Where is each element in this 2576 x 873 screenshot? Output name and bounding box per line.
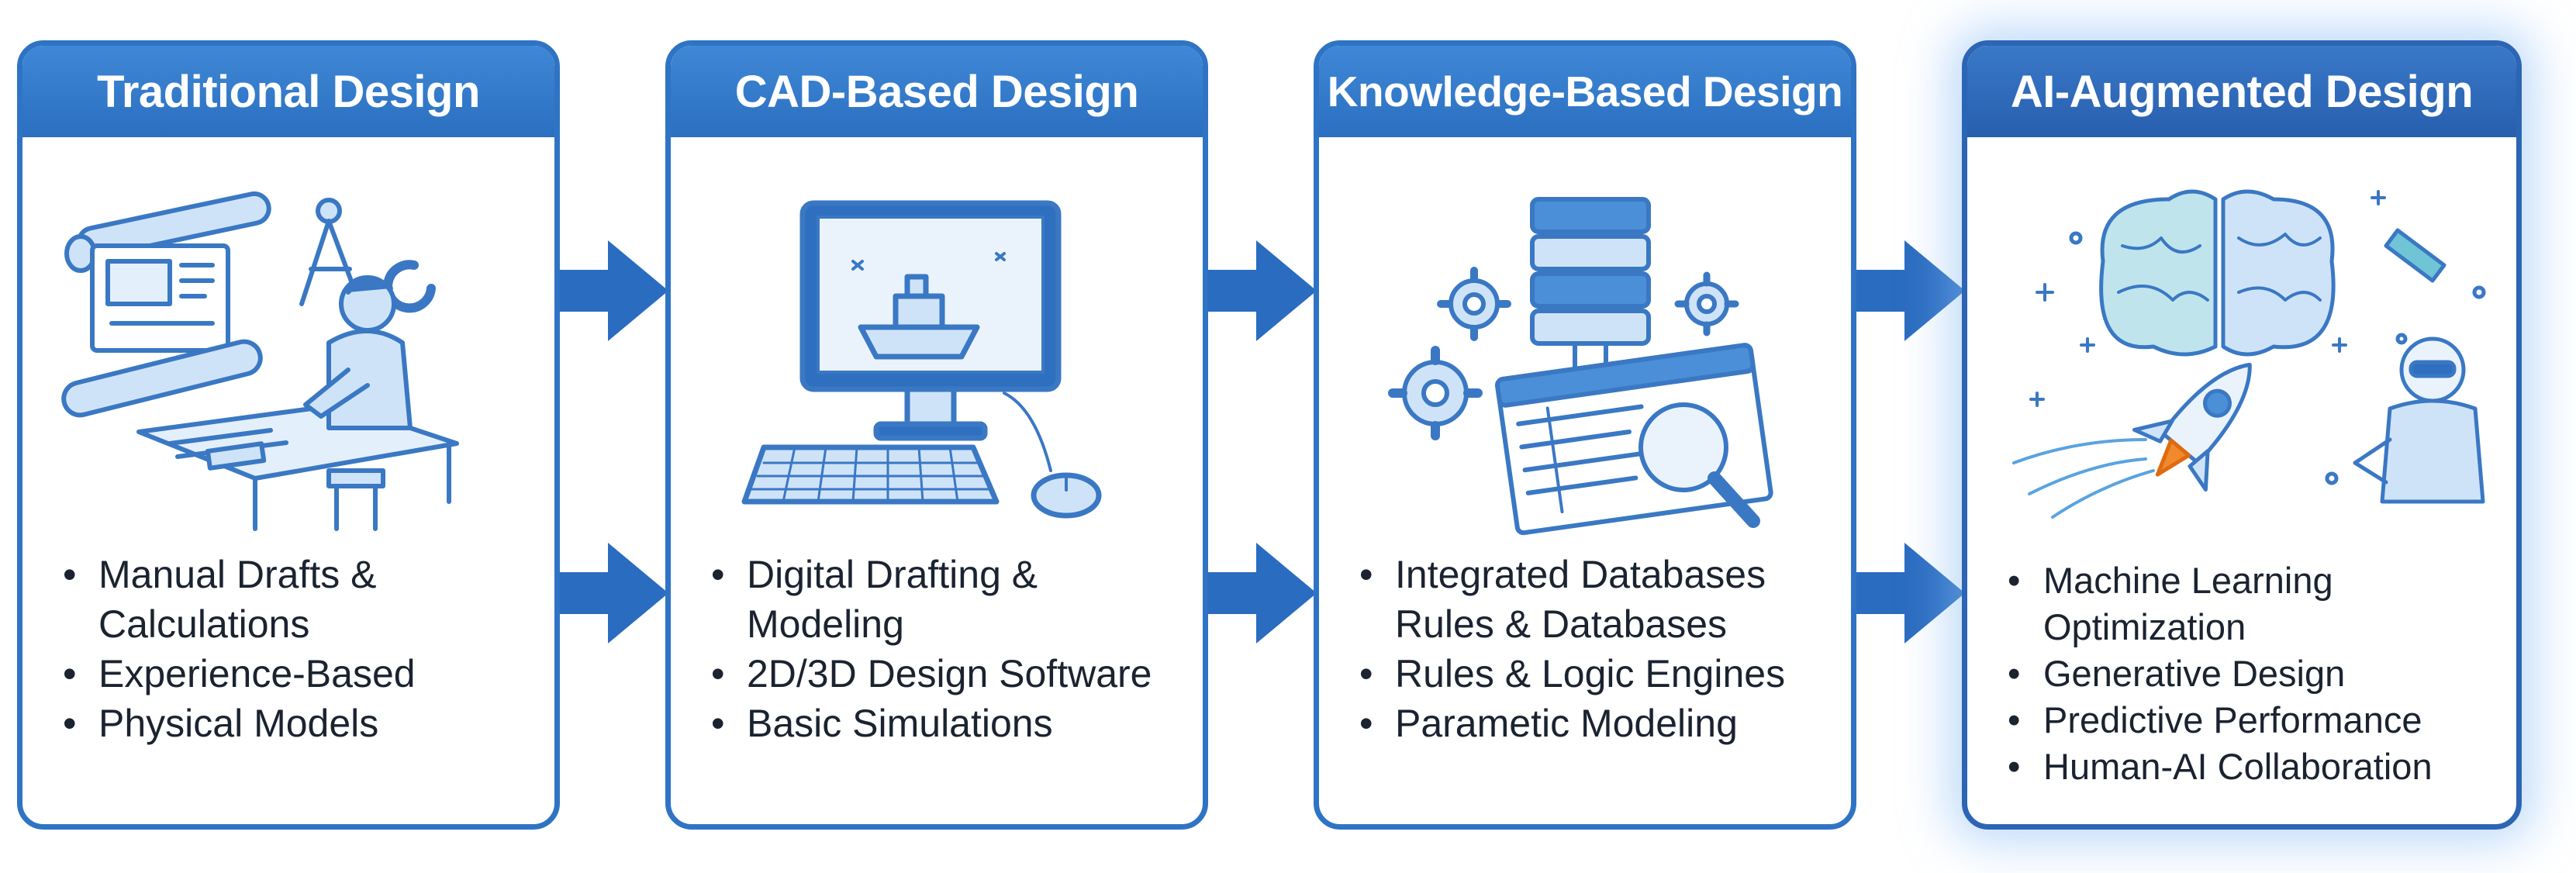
bullet-item: Human-AI Collaboration: [2008, 744, 2433, 790]
flow-arrow-icon: [1856, 240, 1965, 341]
stage-header: Traditional Design: [22, 46, 554, 137]
stage-panel-knowledge: Knowledge-Based Design: [1314, 40, 1856, 830]
bullet-item: Basic Simulations: [711, 699, 1152, 748]
stage-header: Knowledge-Based Design: [1319, 46, 1851, 137]
bullet-line: Modeling: [747, 602, 904, 646]
stage-bullet-list: Digital Drafting & Modeling 2D/3D Design …: [711, 550, 1152, 748]
stage-title: Knowledge-Based Design: [1327, 67, 1843, 116]
bullet-line: Physical Models: [98, 702, 379, 745]
ai-brain-rocket-icon: [2012, 189, 2486, 519]
flow-arrow-icon: [1856, 543, 1965, 644]
bullet-line: Rules & Databases: [1395, 602, 1728, 646]
bullet-line: Rules & Logic Engines: [1395, 652, 1786, 695]
bullet-line: Basic Simulations: [747, 702, 1053, 745]
bullet-item: 2D/3D Design Software: [711, 649, 1152, 699]
computer-cad-icon: [741, 200, 1102, 519]
bullet-line: 2D/3D Design Software: [747, 652, 1152, 695]
stage-header: AI-Augmented Design: [1967, 46, 2516, 137]
bullet-line: Predictive Performance: [2043, 699, 2422, 740]
stage-title: CAD-Based Design: [734, 66, 1139, 117]
bullet-line: Human-AI Collaboration: [2043, 746, 2433, 787]
bullet-item: Predictive Performance: [2008, 697, 2433, 744]
flow-arrow-icon: [1208, 543, 1317, 644]
bullet-item: Generative Design: [2008, 650, 2433, 697]
bullet-line: Optimization: [2043, 606, 2246, 647]
stage-title: AI-Augmented Design: [2010, 66, 2474, 117]
database-gears-icon: [1388, 197, 1773, 536]
bullet-item: Parametic Modeling: [1359, 699, 1785, 748]
bullet-item: Experience-Based: [63, 649, 416, 699]
stage-bullet-list: Manual Drafts & Calculations Experience-B…: [63, 550, 416, 748]
stage-title: Traditional Design: [97, 66, 480, 117]
bullet-line: Generative Design: [2043, 653, 2346, 694]
bullet-line: Digital Drafting &: [747, 553, 1038, 596]
bullet-line: Experience-Based: [98, 652, 416, 695]
bullet-item: Rules & Logic Engines: [1359, 649, 1785, 699]
bullet-line: Manual Drafts &: [98, 553, 377, 596]
flow-arrow-icon: [1208, 240, 1317, 341]
bullet-item: Physical Models: [63, 699, 416, 748]
bullet-line: Integrated Databases: [1395, 553, 1766, 596]
stage-panel-cad: CAD-Based Design: [665, 40, 1208, 830]
bullet-item: Manual Drafts & Calculations: [63, 550, 416, 649]
bullet-line: Machine Learning: [2043, 560, 2333, 601]
stage-header: CAD-Based Design: [671, 46, 1203, 137]
flow-arrow-icon: [560, 240, 668, 341]
drafting-person-icon: [61, 191, 459, 531]
bullet-line: Calculations: [98, 602, 310, 646]
bullet-line: Parametic Modeling: [1395, 702, 1738, 745]
stage-panel-ai: AI-Augmented Design: [1962, 40, 2522, 830]
bullet-item: Digital Drafting & Modeling: [711, 550, 1152, 649]
stage-panel-traditional: Traditional Design: [17, 40, 560, 830]
flow-arrow-icon: [560, 543, 668, 644]
